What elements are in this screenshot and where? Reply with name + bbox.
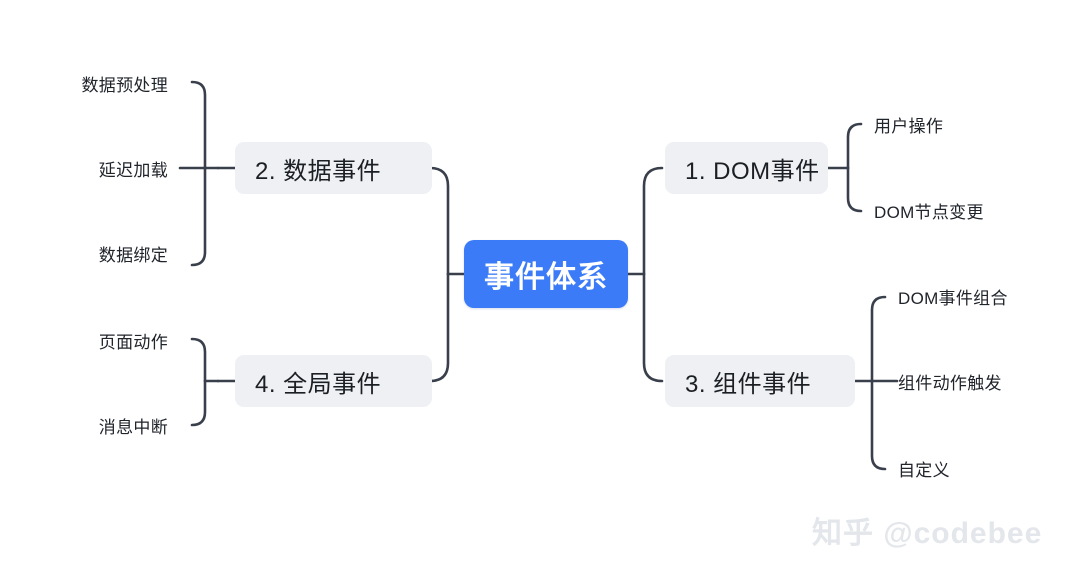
wire-data-events-to-pre [190, 80, 207, 170]
leaf-node-page-action-label: 页面动作 [98, 332, 168, 352]
leaf-node-custom[interactable]: 自定义 [898, 455, 1068, 481]
leaf-node-custom-label: 自定义 [898, 460, 950, 480]
branch-node-data-events-label: 2. 数据事件 [255, 157, 382, 185]
watermark: 知乎 @codebee [812, 508, 1042, 552]
wire-root-to-dom-events [642, 166, 664, 276]
wire-root-to-data-events [428, 166, 450, 276]
leaf-node-user-operation[interactable]: 用户操作 [874, 111, 1014, 137]
wire-root-to-global-events [428, 272, 450, 383]
root-node[interactable]: 事件体系 [464, 240, 628, 308]
root-node-label: 事件体系 [484, 261, 608, 294]
wire-data-events-to-binding [190, 166, 207, 267]
wire-root-to-component-events [642, 272, 664, 383]
branch-node-component-events-label: 3. 组件事件 [685, 370, 812, 398]
watermark-text: 知乎 @codebee [812, 517, 1043, 550]
branch-node-global-events-label: 4. 全局事件 [255, 370, 382, 398]
branch-node-component-events[interactable]: 3. 组件事件 [665, 355, 855, 407]
leaf-node-data-preprocess[interactable]: 数据预处理 [58, 70, 168, 96]
leaf-node-lazy-load-label: 延迟加载 [98, 160, 168, 180]
leaf-node-dom-node-change-label: DOM节点变更 [874, 202, 984, 222]
wire-component-events-to-custom [870, 379, 887, 471]
wire-component-events-to-combo [870, 295, 887, 383]
leaf-node-data-binding-label: 数据绑定 [98, 245, 168, 265]
wire-global-events-to-msg [190, 379, 207, 427]
leaf-node-page-action[interactable]: 页面动作 [58, 327, 168, 353]
leaf-node-data-preprocess-label: 数据预处理 [81, 75, 168, 95]
leaf-node-lazy-load[interactable]: 延迟加载 [58, 155, 168, 181]
wire-global-events-to-page [190, 337, 207, 383]
wire-dom-events-to-user-op [846, 122, 863, 170]
branch-node-data-events[interactable]: 2. 数据事件 [235, 142, 432, 194]
leaf-node-dom-node-change[interactable]: DOM节点变更 [874, 197, 1044, 223]
branch-node-dom-events[interactable]: 1. DOM事件 [665, 142, 828, 194]
branch-node-global-events[interactable]: 4. 全局事件 [235, 355, 432, 407]
leaf-node-message-interrupt-label: 消息中断 [98, 417, 168, 437]
wire-dom-events-to-node-change [846, 166, 863, 213]
leaf-node-component-action-trigger-label: 组件动作触发 [898, 373, 1002, 393]
leaf-node-user-operation-label: 用户操作 [874, 116, 944, 136]
branch-node-dom-events-label: 1. DOM事件 [685, 157, 820, 185]
leaf-node-dom-event-combo-label: DOM事件组合 [898, 288, 1008, 308]
leaf-node-dom-event-combo[interactable]: DOM事件组合 [898, 283, 1068, 309]
leaf-node-message-interrupt[interactable]: 消息中断 [58, 412, 168, 438]
leaf-node-data-binding[interactable]: 数据绑定 [58, 240, 168, 266]
leaf-node-component-action-trigger[interactable]: 组件动作触发 [898, 368, 1068, 394]
